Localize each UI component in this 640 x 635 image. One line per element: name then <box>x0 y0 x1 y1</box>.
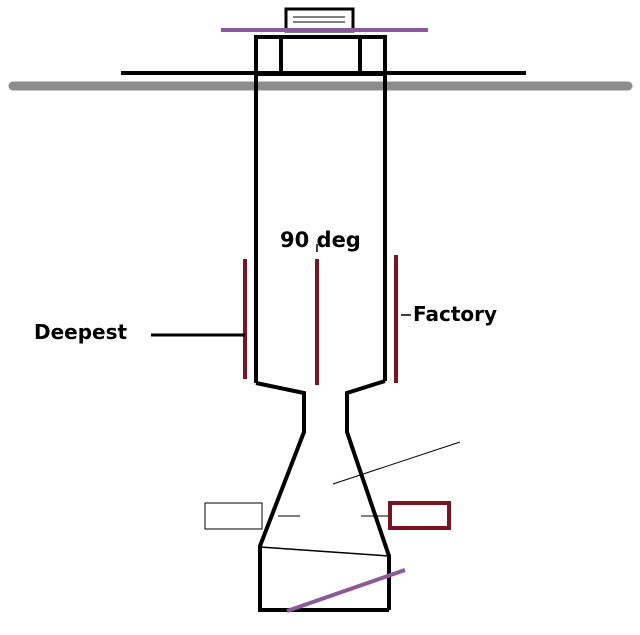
right-indicator-box <box>388 501 451 530</box>
upper-housing <box>254 35 387 76</box>
lower-body-diagonal <box>259 546 390 557</box>
bottom-purple-line <box>286 568 406 613</box>
left-indicator-box <box>204 502 263 530</box>
label-deepest: Deepest <box>34 320 128 344</box>
label-factory: Factory <box>413 302 497 326</box>
body-left-profile <box>255 381 389 612</box>
label-90-deg: 90 deg <box>280 228 361 252</box>
leader-line-upper-right <box>332 441 461 485</box>
top-cap <box>284 7 355 33</box>
